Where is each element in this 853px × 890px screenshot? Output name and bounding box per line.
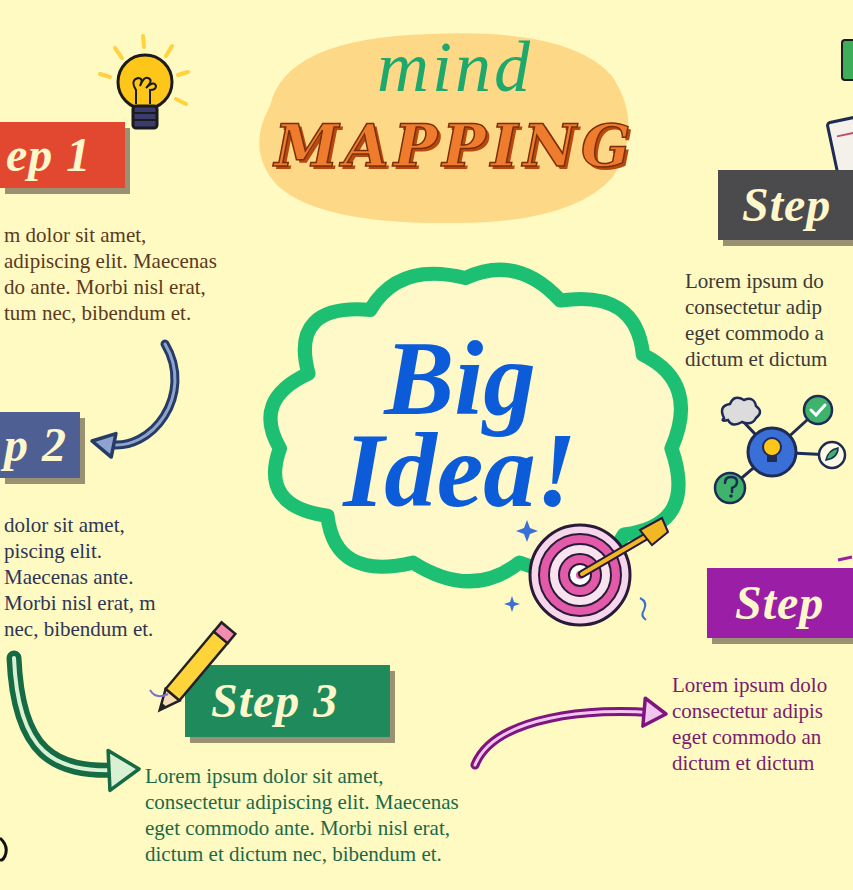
network-icon-part	[763, 438, 781, 456]
network-icon-part	[725, 477, 737, 492]
corner-icons	[0, 40, 853, 860]
target-icon	[504, 518, 668, 625]
network-icon-part	[729, 494, 733, 498]
step-heading: p 2	[4, 412, 67, 478]
flow-arrow-highlight	[475, 711, 651, 765]
arrow-head	[108, 750, 139, 790]
network-icon-part	[722, 398, 760, 425]
flow-arrow	[14, 658, 139, 790]
step-text: Lorem ipsum dolor sit amet, consectetur …	[145, 763, 465, 867]
lightbulb-icon-part-part	[166, 46, 172, 56]
target-icon-part	[582, 533, 652, 574]
step-heading: ep 1	[6, 122, 91, 188]
arrow-head	[643, 698, 666, 726]
lightbulb-icon-part	[133, 119, 157, 121]
lightbulb-icon-part-part	[176, 99, 186, 104]
step-heading: Step 3	[211, 665, 338, 737]
flow-arrow	[475, 698, 666, 765]
flow-arrow-outline	[107, 344, 175, 445]
network-icon-part	[767, 455, 777, 462]
target-icon-part	[582, 533, 652, 574]
flow-arrow-highlight	[14, 658, 118, 770]
step-band: Step 3	[185, 665, 390, 737]
step-band: ep 1	[0, 122, 125, 188]
step-node: ep 1 m dolor sit amet, adipiscing elit. M…	[0, 122, 219, 326]
title-blob: mindMAPPING	[240, 26, 670, 226]
lightbulb-icon-part-part	[100, 74, 110, 77]
lightbulb-icon-part-part	[115, 48, 122, 58]
network-icon-part	[748, 428, 796, 476]
target-icon-part	[640, 598, 646, 620]
network-icon-part	[826, 448, 838, 460]
arrow-head	[92, 434, 116, 458]
flow-arrow-outline	[14, 658, 118, 770]
pencil-squiggle	[150, 690, 168, 696]
idea-text: Big Idea!	[323, 333, 598, 517]
network-icon-part	[819, 442, 845, 468]
lightbulb-icon-part	[133, 78, 156, 104]
target-icon-part	[640, 518, 668, 545]
pencil-icon-part	[153, 689, 180, 716]
cloud-outline	[270, 270, 681, 582]
pencil-icon-part	[157, 703, 166, 712]
target-icon-part	[516, 520, 538, 542]
lightbulb-icon	[100, 36, 188, 128]
step-heading: Step	[742, 170, 831, 240]
pencil-icon	[153, 622, 236, 716]
lightbulb-icon-part	[118, 55, 172, 109]
target-icon-part	[504, 596, 520, 612]
step-node: Step 3 Lorem ipsum dolor sit amet, consec…	[145, 665, 465, 867]
flow-arrow	[92, 344, 175, 457]
title-word: MAPPING	[240, 108, 670, 184]
corner-icons-part	[842, 40, 853, 80]
step-band: Step	[707, 568, 853, 638]
step-band: Step	[718, 170, 853, 240]
network-icon-part	[804, 396, 832, 424]
network-icon-part	[715, 473, 745, 503]
step-text: Lorem ipsum dolo consectetur adipis eget…	[672, 672, 842, 776]
corner-icons-part	[0, 838, 6, 860]
corner-icons-part-part	[837, 133, 853, 137]
step-text: m dolor sit amet, adipiscing elit. Maece…	[4, 222, 219, 326]
step-node: StepLorem ipsum do consectetur adip eget…	[685, 170, 853, 372]
step-band: p 2	[0, 412, 80, 478]
title-script: mind	[240, 26, 670, 108]
step-node: StepLorem ipsum dolo consectetur adipis …	[672, 568, 853, 776]
step-text: Lorem ipsum do consectetur adip eget com…	[685, 268, 845, 372]
flow-arrow-highlight	[107, 344, 175, 445]
step-heading: Step	[735, 568, 824, 638]
lightbulb-icon-part-part	[143, 36, 144, 47]
pencil-icon-part	[166, 632, 228, 701]
step-node: p 2 dolor sit amet, piscing elit. Maecena…	[0, 412, 187, 642]
step-text: dolor sit amet, piscing elit. Maecenas a…	[4, 512, 187, 642]
pencil-icon-part	[214, 622, 236, 643]
lightbulb-icon-part	[133, 106, 157, 128]
network-icon-part	[811, 405, 825, 415]
lightbulb-icon-part	[133, 112, 157, 114]
network-icon	[715, 396, 845, 503]
corner-icons-part	[838, 557, 852, 560]
lightbulb-icon-part-part	[178, 72, 188, 75]
flow-arrow-outline	[475, 711, 651, 765]
